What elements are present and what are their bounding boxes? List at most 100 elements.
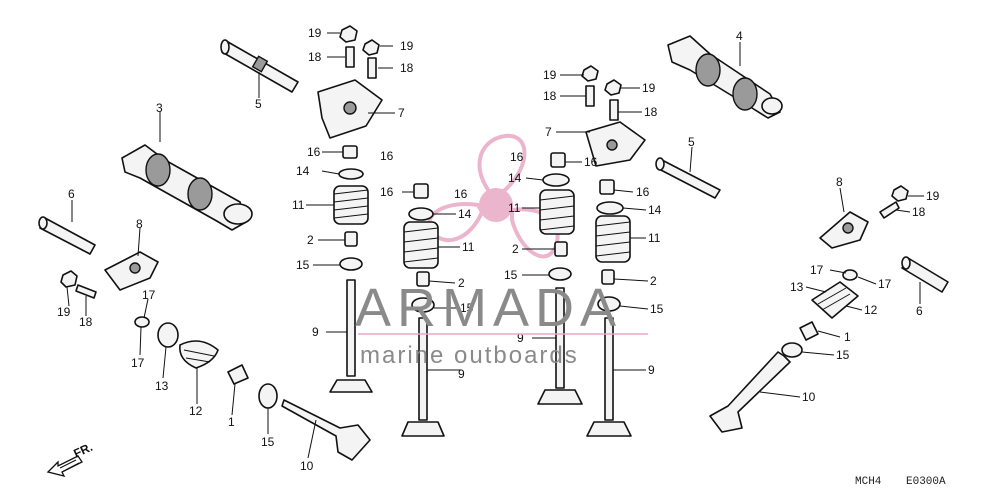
callout-10: 11 <box>292 198 305 212</box>
callout-42: 15 <box>504 268 518 282</box>
callout-13: 9 <box>312 325 319 339</box>
callout-4: 5 <box>255 97 262 111</box>
part-rocker-shaft-6-right <box>901 256 949 293</box>
part-seal-2-cc <box>601 269 615 285</box>
callout-44: 16 <box>636 185 650 199</box>
callout-25: 16 <box>380 185 394 199</box>
part-adjuster-18-cl <box>345 46 355 68</box>
callout-8: 16 <box>380 149 394 163</box>
callout-31: 9 <box>458 367 465 381</box>
callout-57: 13 <box>790 280 804 294</box>
part-retainer-16-cc <box>599 179 615 195</box>
part-collet-17-right <box>842 269 858 281</box>
propeller-blade-top <box>477 133 527 199</box>
callout-33: 18 <box>543 89 557 103</box>
part-seat-15-right <box>781 342 803 358</box>
part-nut-19-right <box>891 185 909 202</box>
part-cap-14-cl <box>338 168 364 180</box>
part-spring-seat-13-left <box>157 322 179 348</box>
part-seat-15-ca <box>411 297 435 313</box>
part-adjuster-18-cb <box>585 85 595 107</box>
callout-21: 12 <box>189 404 203 418</box>
callout-15: 8 <box>136 217 143 231</box>
callout-19: 17 <box>131 356 145 370</box>
part-valve-9-cb <box>537 287 583 405</box>
watermark-brand: ARMADA <box>355 278 622 338</box>
callout-12: 15 <box>296 258 310 272</box>
callout-41: 2 <box>512 242 519 256</box>
callout-1: 18 <box>308 50 322 64</box>
part-nut-19-cb <box>581 65 599 82</box>
callout-53: 19 <box>926 189 940 203</box>
callout-23: 15 <box>261 435 275 449</box>
callout-28: 11 <box>462 240 475 254</box>
part-nut-19-cb-2 <box>604 79 622 96</box>
callout-labels: 19 18 19 18 5 7 3 16 16 14 11 2 15 9 6 8… <box>57 26 940 473</box>
part-rocker-shaft-6-left <box>38 216 96 255</box>
callout-37: 16 <box>510 150 524 164</box>
callout-2: 19 <box>400 39 414 53</box>
part-spring-seat-15-left <box>258 383 278 409</box>
callout-26: 16 <box>454 187 468 201</box>
part-spring-11-cb <box>539 189 575 235</box>
callout-32: 19 <box>543 68 557 82</box>
callout-51: 5 <box>688 135 695 149</box>
part-rocker-arm-7-right <box>585 121 646 167</box>
part-rocker-shaft-5-right <box>655 157 721 199</box>
callout-35: 18 <box>644 105 658 119</box>
part-seal-2-cb <box>554 241 568 257</box>
part-rocker-arm-8-left <box>104 251 159 291</box>
callout-36: 7 <box>545 125 552 139</box>
callout-61: 6 <box>916 304 923 318</box>
part-valve-9-ca <box>401 317 445 437</box>
callout-62: 10 <box>802 390 816 404</box>
part-valve-10-right <box>709 351 791 433</box>
callout-40: 11 <box>508 201 521 215</box>
callout-49: 9 <box>648 363 655 377</box>
part-spring-11-cl <box>333 185 369 225</box>
part-rocker-shaft-5-left <box>220 39 299 93</box>
callout-7: 16 <box>307 145 321 159</box>
part-adjuster-18-cl-2 <box>367 57 377 79</box>
callout-6: 3 <box>156 101 163 115</box>
front-direction-label: FR. <box>71 440 94 461</box>
callout-16: 19 <box>57 305 71 319</box>
part-nut-19-cl-2 <box>362 39 380 56</box>
part-collet-17-left <box>134 316 150 328</box>
part-cap-14-cc <box>596 201 624 215</box>
callout-17: 18 <box>79 315 93 329</box>
callout-14: 6 <box>68 187 75 201</box>
part-spring-11-ca <box>403 221 439 269</box>
callout-50: 4 <box>736 29 743 43</box>
part-seal-1-right <box>799 321 819 341</box>
part-valve-9-cl <box>329 279 373 393</box>
part-retainer-16-ca <box>413 183 429 199</box>
diagram-code-left: MCH4 <box>855 476 882 488</box>
part-camshaft-4 <box>667 35 783 119</box>
front-direction-arrow: FR. <box>46 440 95 477</box>
callout-27: 14 <box>458 207 472 221</box>
callout-56: 17 <box>878 277 892 291</box>
armada-propeller-logo <box>427 133 560 259</box>
callout-55: 17 <box>810 263 824 277</box>
part-seat-15-cl <box>339 257 363 271</box>
part-camshaft-3 <box>121 144 253 231</box>
callout-59: 1 <box>844 330 851 344</box>
part-valve-9-cc <box>586 317 632 437</box>
part-nut-19-cl <box>339 25 358 43</box>
callout-30: 15 <box>460 301 474 315</box>
callout-43: 9 <box>517 331 524 345</box>
leader-lines <box>66 32 924 459</box>
callout-0: 19 <box>308 26 322 40</box>
part-seal-1-left <box>227 364 249 385</box>
callout-9: 14 <box>296 164 310 178</box>
part-rocker-arm-8-right <box>819 211 869 249</box>
callout-22: 1 <box>228 415 235 429</box>
part-rocker-arm-7-left <box>317 79 383 139</box>
part-seat-15-cc <box>597 296 621 312</box>
callout-24: 10 <box>300 459 314 473</box>
callout-47: 2 <box>650 274 657 288</box>
propeller-hub <box>479 188 513 222</box>
callout-34: 19 <box>642 81 656 95</box>
